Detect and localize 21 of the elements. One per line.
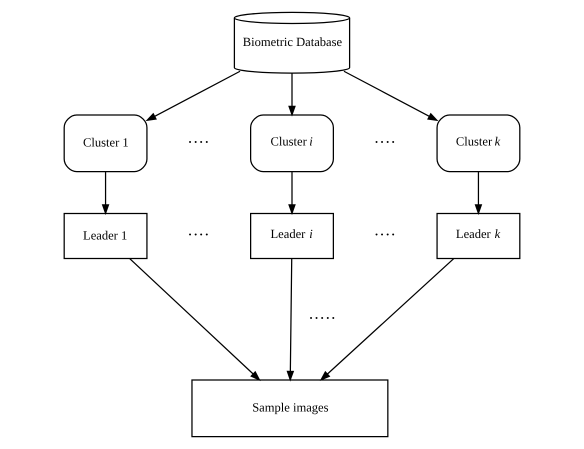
arrow <box>288 73 296 117</box>
node-box: Leader k <box>436 212 520 260</box>
arrow <box>288 172 296 216</box>
node-box: Cluster 1 <box>64 114 148 172</box>
arrow <box>146 70 240 122</box>
arrow <box>320 258 454 382</box>
label: ···· <box>187 132 210 152</box>
arrow <box>474 172 482 216</box>
node-box: Cluster i <box>250 114 334 172</box>
label: ····· <box>308 308 336 328</box>
label: ···· <box>374 225 396 244</box>
node-box: Leader 1 <box>64 212 148 260</box>
node-box: Leader i <box>250 212 334 260</box>
node-box: Sample images <box>191 379 388 438</box>
arrow <box>129 258 261 382</box>
arrow <box>344 70 438 122</box>
label: ···· <box>374 132 396 152</box>
arrow <box>102 172 110 216</box>
label: ···· <box>187 225 210 244</box>
node-box: Cluster k <box>436 114 520 172</box>
arrow <box>286 258 294 382</box>
